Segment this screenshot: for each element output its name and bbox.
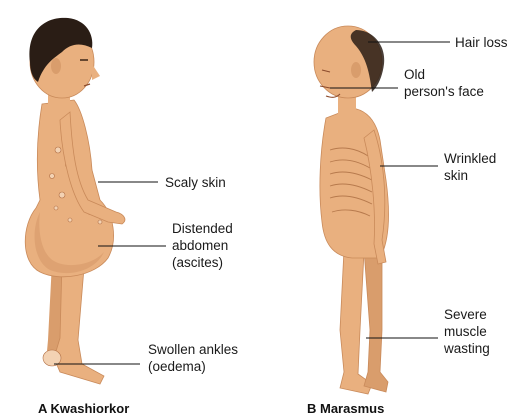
label-swollen-ankles: Swollen ankles (oedema) [148, 341, 238, 375]
label-distended-abdomen: Distended abdomen (ascites) [172, 220, 233, 271]
label-wrinkled-skin: Wrinkled skin [444, 150, 496, 184]
label-muscle-wasting: Severe muscle wasting [444, 306, 490, 357]
label-old-face: Old person's face [404, 66, 484, 100]
leader-lines [54, 42, 450, 364]
label-scaly-skin: Scaly skin [165, 174, 226, 191]
caption-marasmus: B Marasmus [307, 401, 384, 416]
caption-kwashiorkor: A Kwashiorkor [38, 401, 129, 416]
label-hair-loss: Hair loss [455, 34, 508, 51]
kwashiorkor-child-illustration [25, 18, 125, 384]
marasmus-child-illustration [314, 26, 388, 394]
